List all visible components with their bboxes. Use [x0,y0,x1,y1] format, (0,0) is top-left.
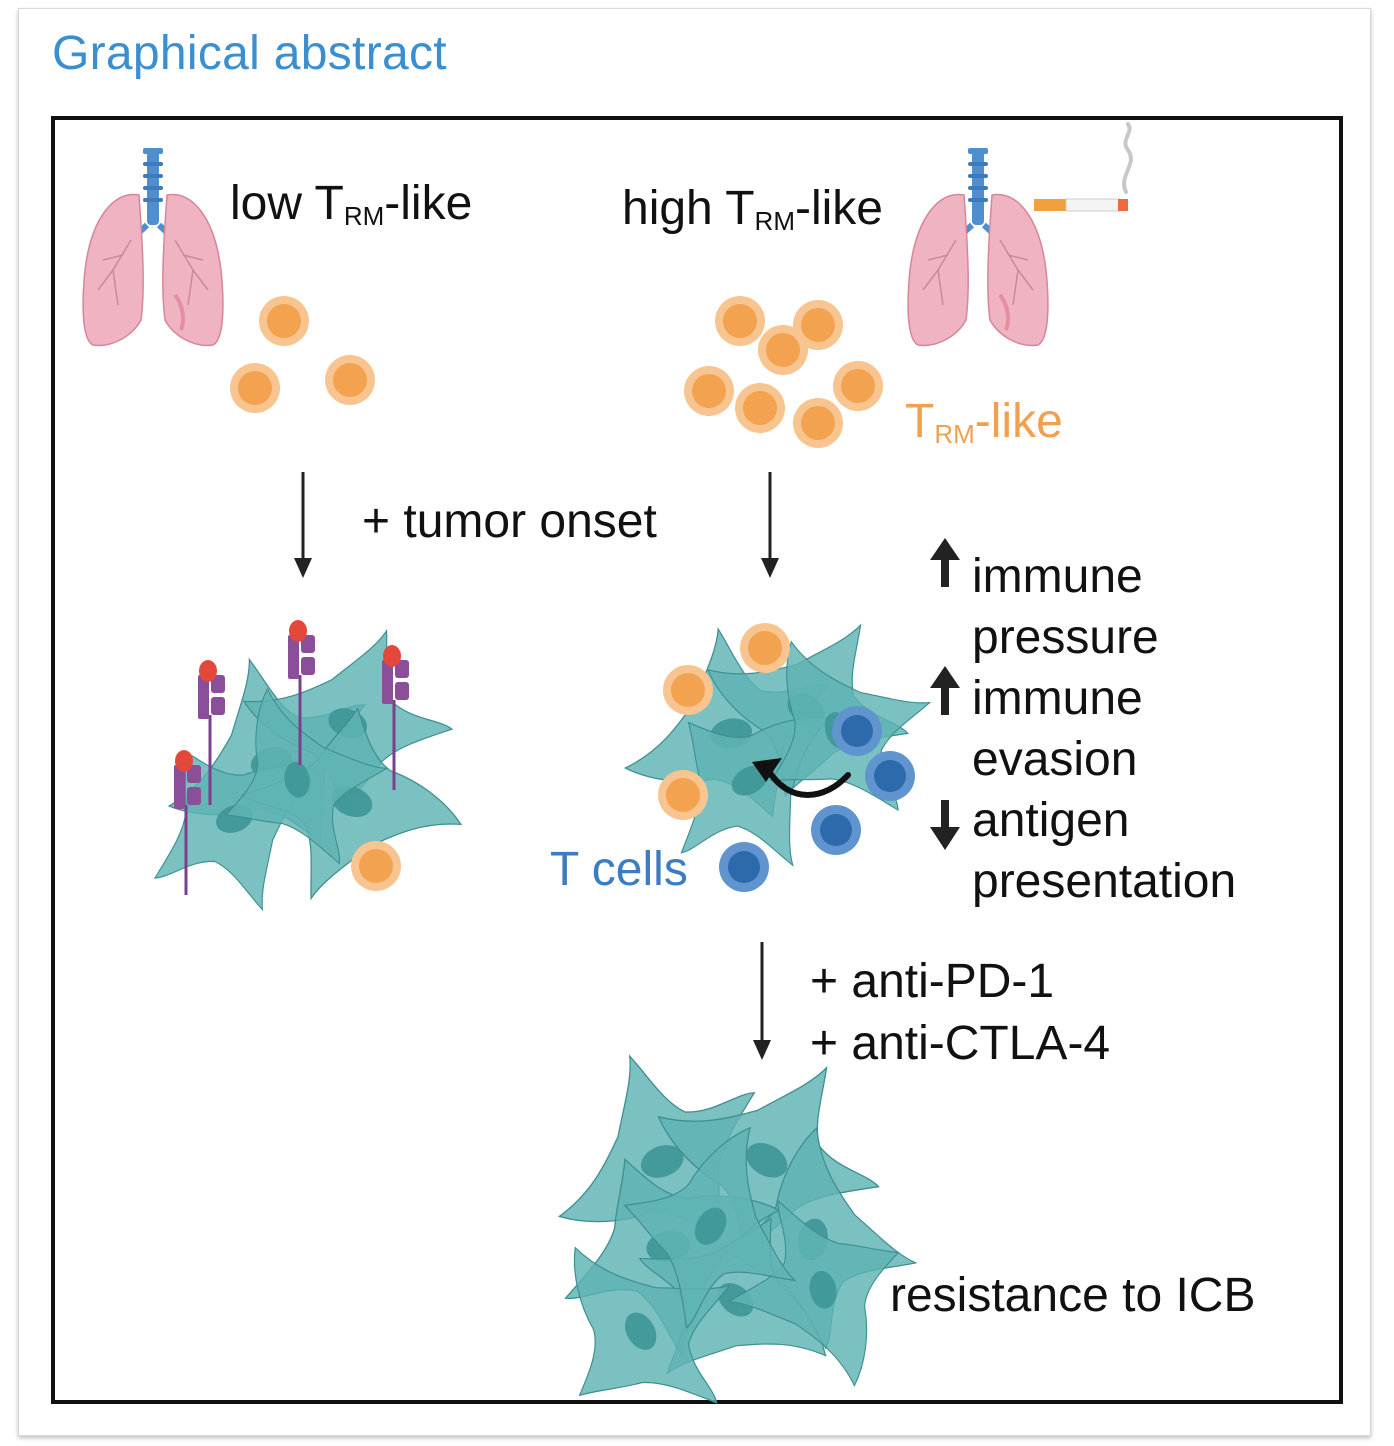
tumor-cluster-bottom [513,1006,937,1446]
label-high-trm-sub: RM [754,206,795,236]
label-low-trm-prefix: low T [230,177,344,230]
label-antigen-2: presentation [972,855,1237,908]
trm-cells-left [230,296,375,413]
up-arrow-icon-pressure [930,538,960,587]
curved-arrow-icon [752,758,851,798]
label-anti-ctla4: + anti-CTLA-4 [810,1017,1111,1070]
up-arrow-icon-evasion [930,666,960,715]
label-anti-pd1: + anti-PD-1 [810,955,1055,1008]
arrow-icon-middle [761,472,779,578]
lung-icon-left [83,148,223,345]
header-title: Graphical abstract [52,27,447,80]
arrow-icon-bottom [753,942,771,1060]
trm-cells-right [684,296,883,448]
label-high-trm-suffix: -like [794,182,883,235]
label-immune-evasion-2: evasion [972,733,1138,786]
label-trm-like: TRM-like [905,395,1063,449]
label-t-cells: T cells [550,843,688,896]
label-trm-prefix: T [905,395,935,448]
label-trm-sub: RM [934,419,975,449]
label-trm-suffix: -like [974,395,1063,448]
label-low-trm: low TRM-like [230,177,473,231]
label-antigen-1: antigen [972,794,1130,847]
label-tumor-onset: + tumor onset [362,495,657,548]
cigarette-icon [1034,122,1133,212]
label-immune-evasion-1: immune [972,672,1143,725]
label-resistance: resistance to ICB [890,1269,1256,1322]
label-immune-pressure-2: pressure [972,611,1159,664]
label-low-trm-suffix: -like [384,177,473,230]
label-high-trm: high TRM-like [622,182,883,236]
down-arrow-icon-antigen [930,800,960,850]
arrow-icon-left [294,472,312,578]
trm-cell-left-tumor [351,841,401,891]
lung-icon-right [908,148,1048,345]
label-low-trm-sub: RM [343,201,385,231]
label-immune-pressure-1: immune [972,550,1143,603]
label-high-trm-prefix: high T [622,182,755,235]
diagram-frame [51,116,1343,1404]
